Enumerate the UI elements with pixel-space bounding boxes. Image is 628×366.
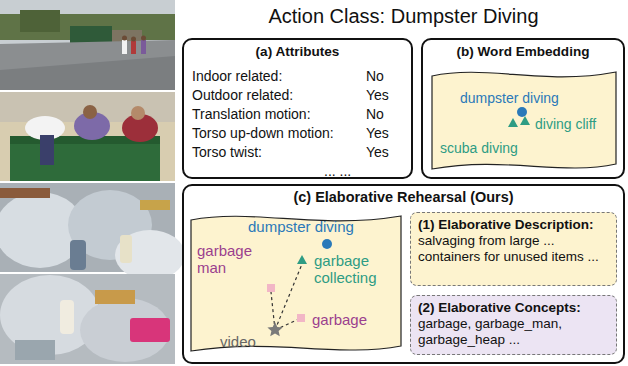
- box-heading: (c) Elaborative Rehearsal (Ours): [184, 189, 623, 206]
- attribute-name: Torso up-down motion:: [192, 125, 334, 141]
- embedding-space: dumpster diving diving cliff scuba diving: [431, 68, 617, 172]
- video-label: video: [220, 333, 256, 350]
- box-body: salvaging from large ... containers for …: [418, 233, 609, 265]
- rehearsal-space: dumpster diving garbage man garbage collec…: [190, 212, 402, 354]
- concepts-box: (2) Elaborative Concepts:garbage, garbag…: [410, 295, 617, 355]
- attribute-name: Torso twist:: [192, 144, 262, 160]
- attribute-value: Yes: [366, 125, 389, 141]
- box-heading: (1) Elaborative Description:: [418, 217, 609, 233]
- rehearsal-box: (c) Elaborative Rehearsal (Ours) dumpste…: [182, 184, 625, 364]
- attribute-name: Outdoor related:: [192, 87, 293, 103]
- description-box: (1) Elaborative Description:salvaging fr…: [410, 212, 617, 286]
- ellipsis: ... ...: [324, 163, 351, 179]
- class-word: dumpster diving: [248, 218, 354, 235]
- neighbor-word: scuba diving: [440, 140, 518, 156]
- concept-word: garbage: [312, 311, 367, 328]
- attribute-value: Yes: [366, 144, 389, 160]
- embedding-box: (b) Word Embedding dumpster diving diving…: [421, 38, 625, 179]
- neighbor-word: diving cliff: [535, 116, 596, 132]
- concept-word: garbage man: [197, 242, 259, 277]
- attribute-value: No: [366, 106, 384, 122]
- attribute-value: No: [366, 68, 384, 84]
- box-heading: (a) Attributes: [184, 44, 411, 60]
- title: Action Class: Dumpster Diving: [182, 5, 625, 28]
- class-word: dumpster diving: [460, 90, 559, 106]
- box-body: garbage, garbage_man, garbage_heap ...: [418, 316, 609, 348]
- attribute-name: Indoor related:: [192, 68, 282, 84]
- neighbor-word: garbage collecting: [314, 252, 396, 287]
- attribute-name: Translation motion:: [192, 106, 311, 122]
- box-heading: (2) Elaborative Concepts:: [418, 300, 609, 316]
- attribute-value: Yes: [366, 87, 389, 103]
- box-heading: (b) Word Embedding: [423, 44, 623, 60]
- attribute-box: (a) AttributesIndoor related:NoOutdoor r…: [182, 38, 413, 179]
